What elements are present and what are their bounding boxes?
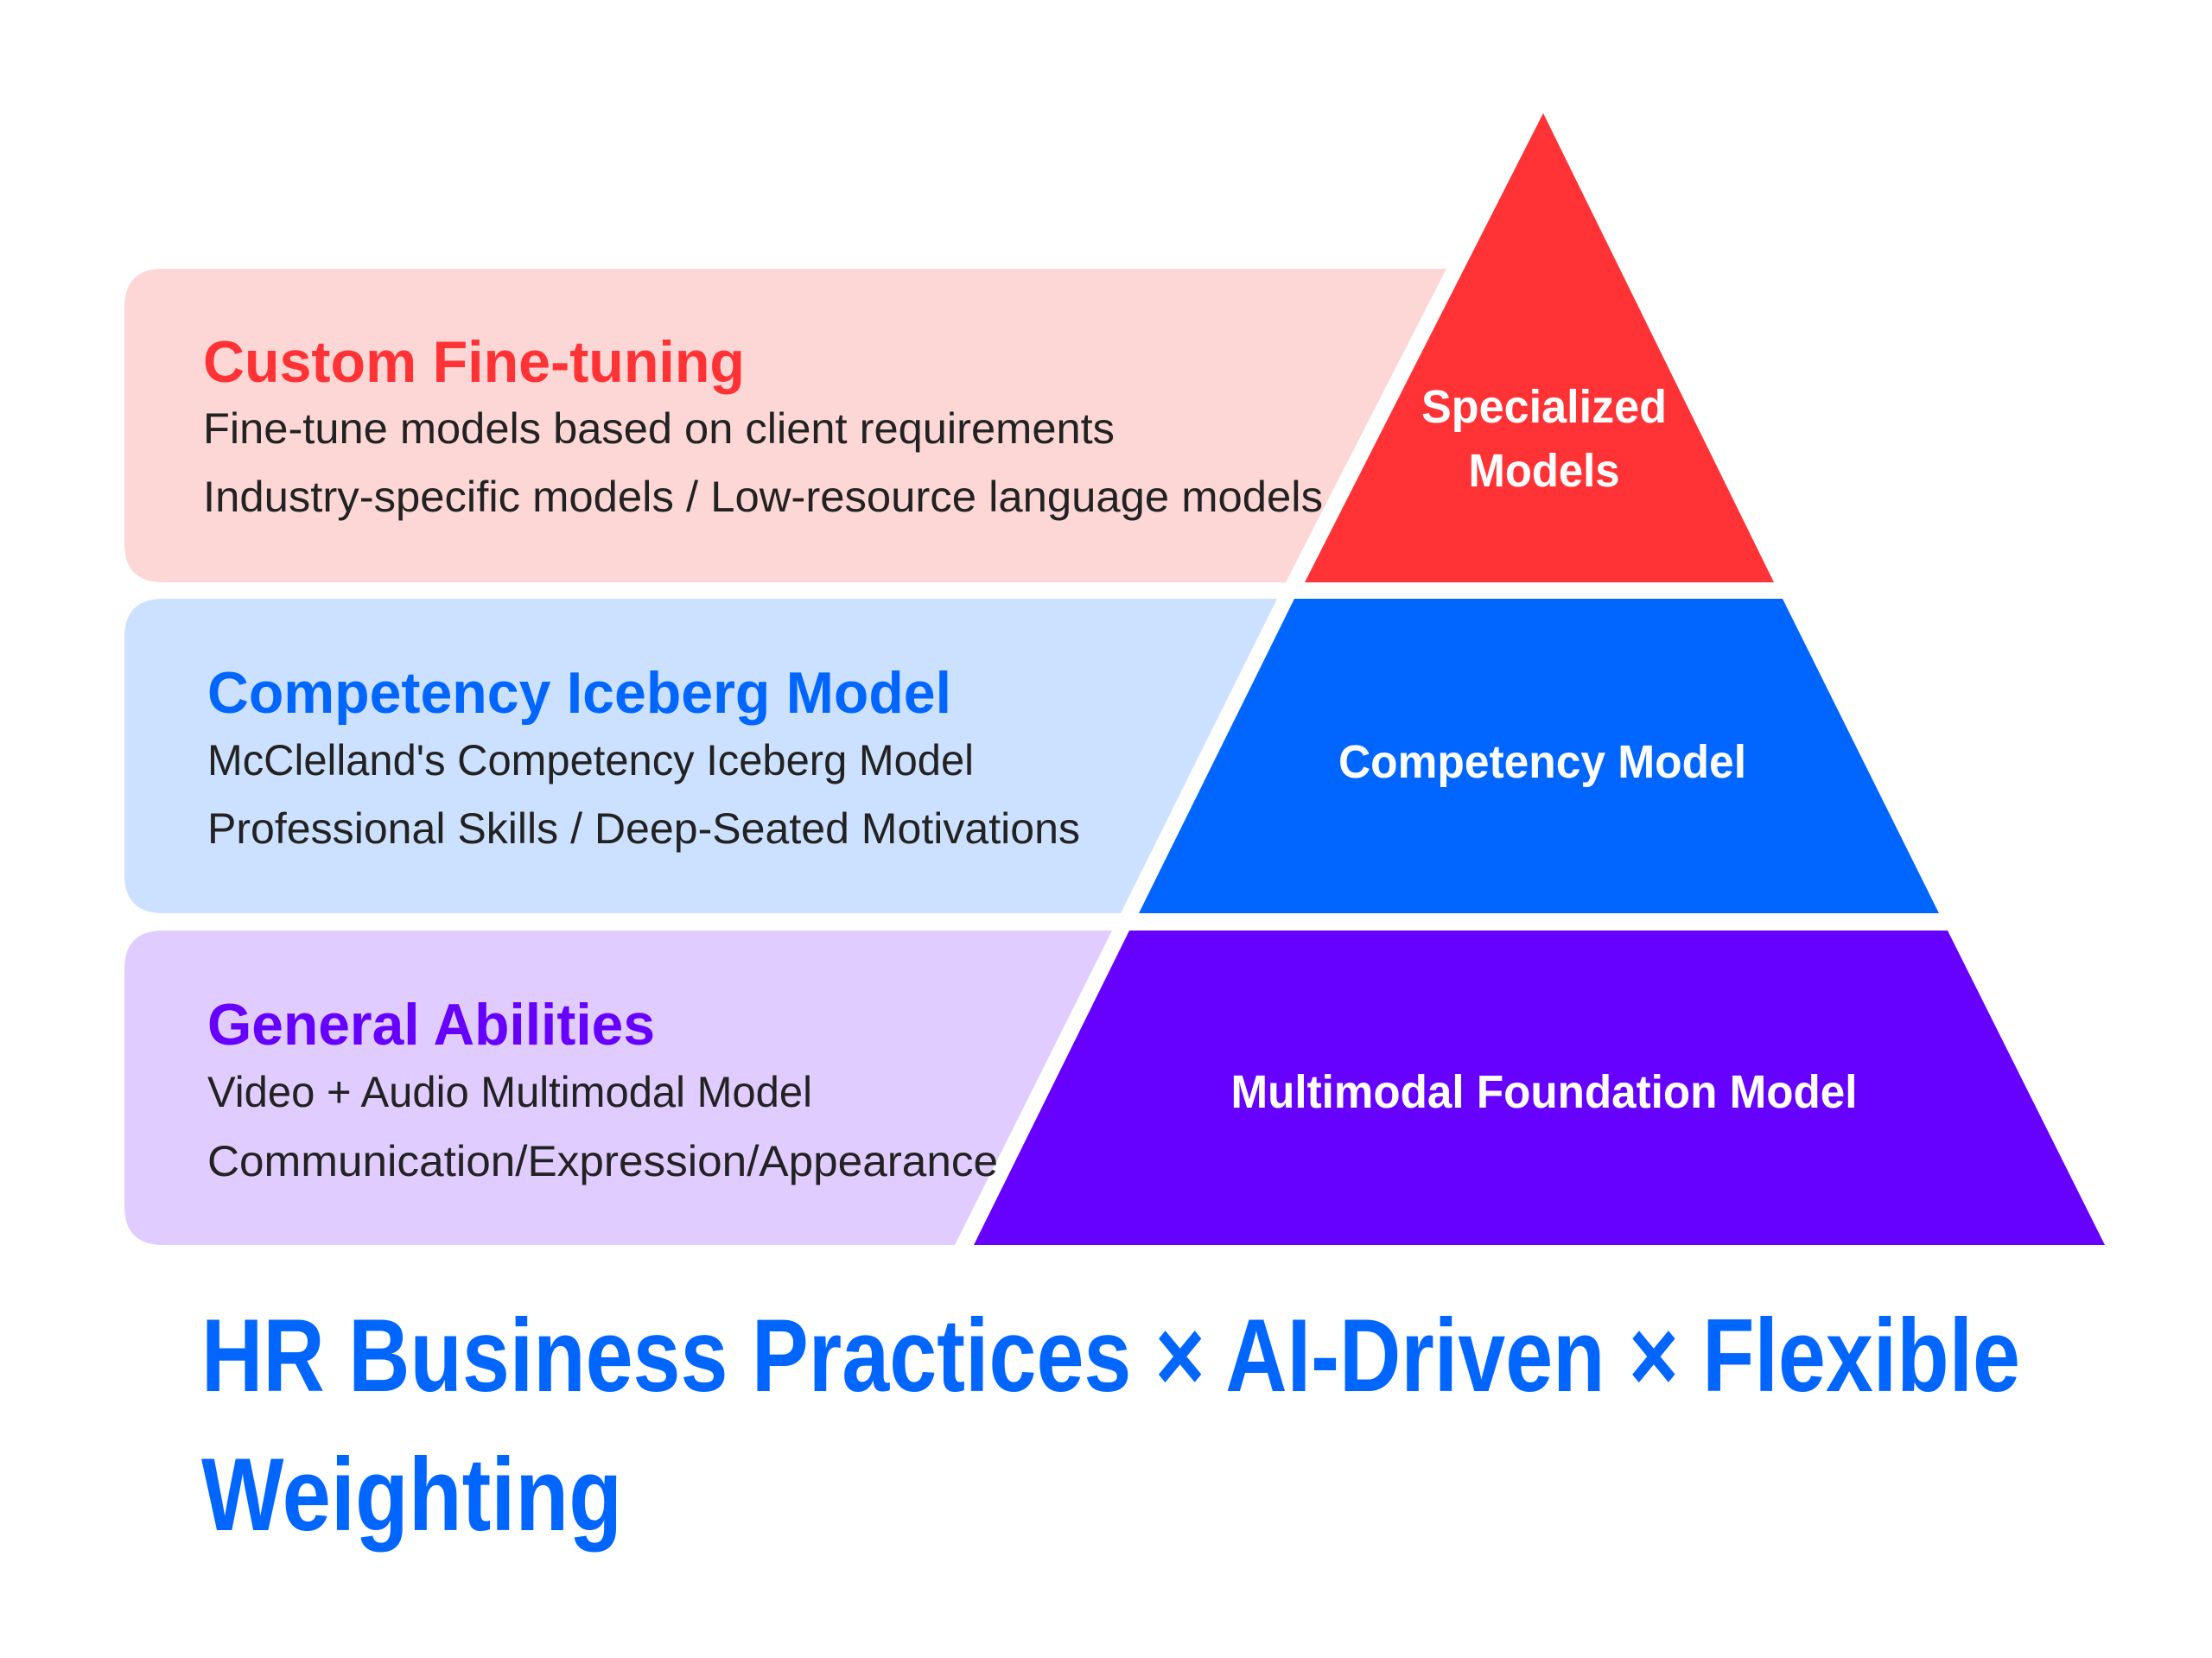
panel-description-line: Professional Skills / Deep-Seated Motiva… [207,804,1080,853]
panel-background [124,931,1112,1245]
tier-label: Models [1469,445,1620,497]
tier-label: Specialized [1421,381,1667,433]
panel-background [124,269,1446,582]
panel-background [124,599,1277,913]
tier-label: Competency Model [1338,736,1746,788]
tier-shape [974,931,2105,1245]
tagline-line: HR Business Practices × AI-Driven × Flex… [201,1298,2020,1413]
panel-description-line: McClelland's Competency Iceberg Model [207,736,974,785]
panel-title: Competency Iceberg Model [207,660,951,726]
tier-label: Multimodal Foundation Model [1231,1066,1858,1118]
panel-description-line: Industry-specific models / Low-resource … [203,473,1323,521]
panel-title: Custom Fine-tuning [203,329,745,395]
tagline: HR Business Practices × AI-Driven × Flex… [201,1298,2020,1553]
panel-competency-iceberg-model: Competency Iceberg Model McClelland's Co… [124,599,1277,913]
panel-title: General Abilities [207,992,655,1058]
pyramid-tier-specialized-models: Specialized Models [1305,113,1774,582]
tier-shape [1139,599,1939,913]
panel-description-line: Fine-tune models based on client require… [203,404,1115,453]
panel-description-line: Communication/Expression/Appearance [207,1137,998,1185]
tier-shape [1305,113,1774,582]
pyramid-tier-multimodal-foundation-model: Multimodal Foundation Model [974,931,2105,1245]
tagline-line: Weighting [201,1437,622,1553]
panel-general-abilities: General Abilities Video + Audio Multimod… [124,931,1112,1245]
panel-custom-fine-tuning: Custom Fine-tuning Fine-tune models base… [124,269,1446,582]
pyramid-tier-competency-model: Competency Model [1139,599,1939,913]
panel-description-line: Video + Audio Multimodal Model [207,1068,812,1116]
